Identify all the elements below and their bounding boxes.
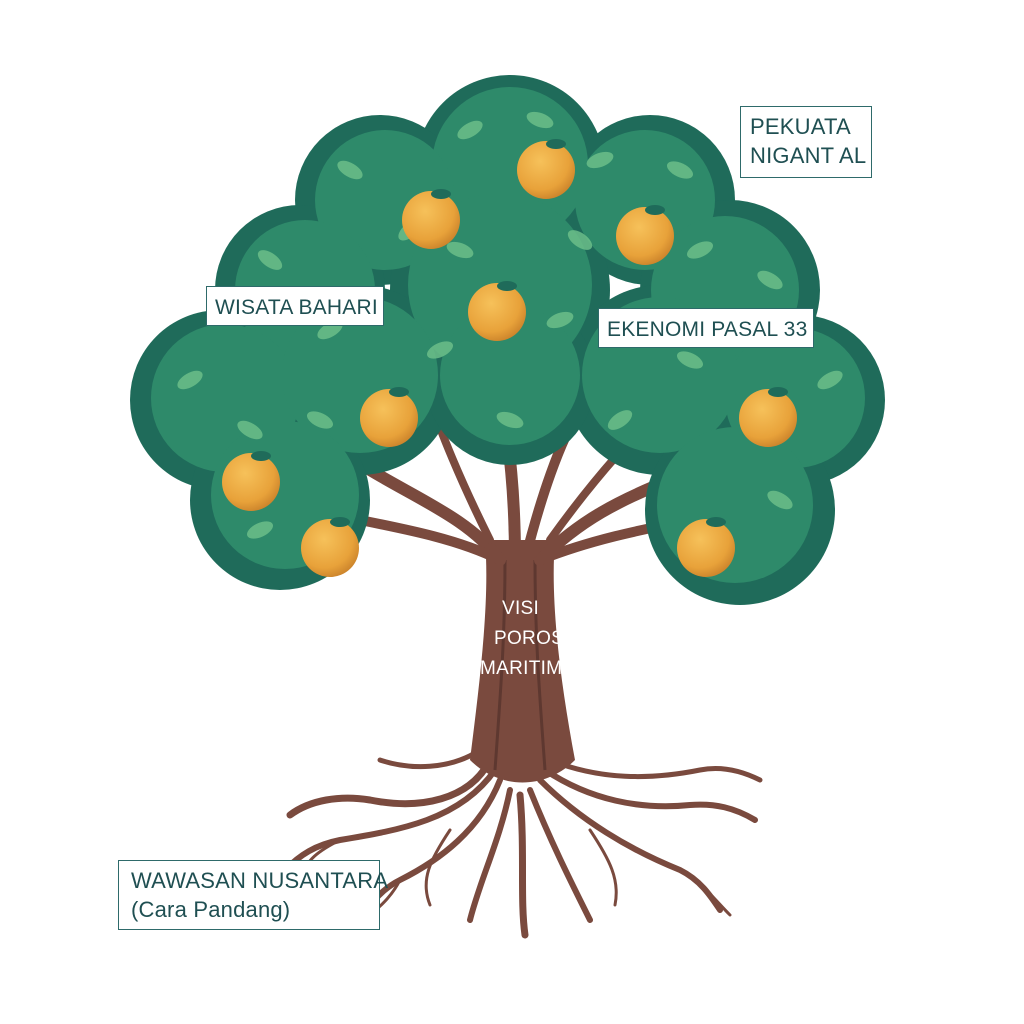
label-ekonomi-pasal-33: EKENOMI PASAL 33 <box>598 308 814 348</box>
orange-fruit <box>301 517 359 577</box>
label-pekuata-nigant-al: PEKUATA NIGANT AL <box>740 106 872 178</box>
orange-fruit <box>517 139 575 199</box>
orange-fruit <box>402 189 460 249</box>
label-wawasan-line1: WAWASAN NUSANTARA <box>131 868 389 893</box>
orange-fruit <box>222 451 280 511</box>
label-wisata-bahari: WISATA BAHARI <box>206 286 384 326</box>
orange-fruit <box>616 205 674 265</box>
label-wawasan-line2: (Cara Pandang) <box>131 896 291 922</box>
label-ekonomi-text: EKENOMI PASAL 33 <box>607 318 808 341</box>
orange-fruit <box>360 387 418 447</box>
orange-fruit <box>677 517 735 577</box>
label-pekuata-line2: NIGANT AL <box>750 142 867 168</box>
label-pekuata-line1: PEKUATA <box>750 114 851 139</box>
trunk-label-line2: POROS <box>494 628 565 649</box>
trunk-label-line1: VISI <box>502 598 540 619</box>
orange-fruit <box>468 281 526 341</box>
trunk-label-line3: MARITIM <box>480 658 563 679</box>
fruit-group <box>222 139 797 577</box>
tree-trunk <box>470 540 575 783</box>
label-wawasan-nusantara: WAWASAN NUSANTARA (Cara Pandang) <box>118 860 389 930</box>
orange-fruit <box>739 387 797 447</box>
tree-roots <box>282 747 763 939</box>
trunk-label-visi-poros-maritim: VISI POROS MARITIM <box>478 594 568 684</box>
label-wisata-text: WISATA BAHARI <box>215 296 378 319</box>
